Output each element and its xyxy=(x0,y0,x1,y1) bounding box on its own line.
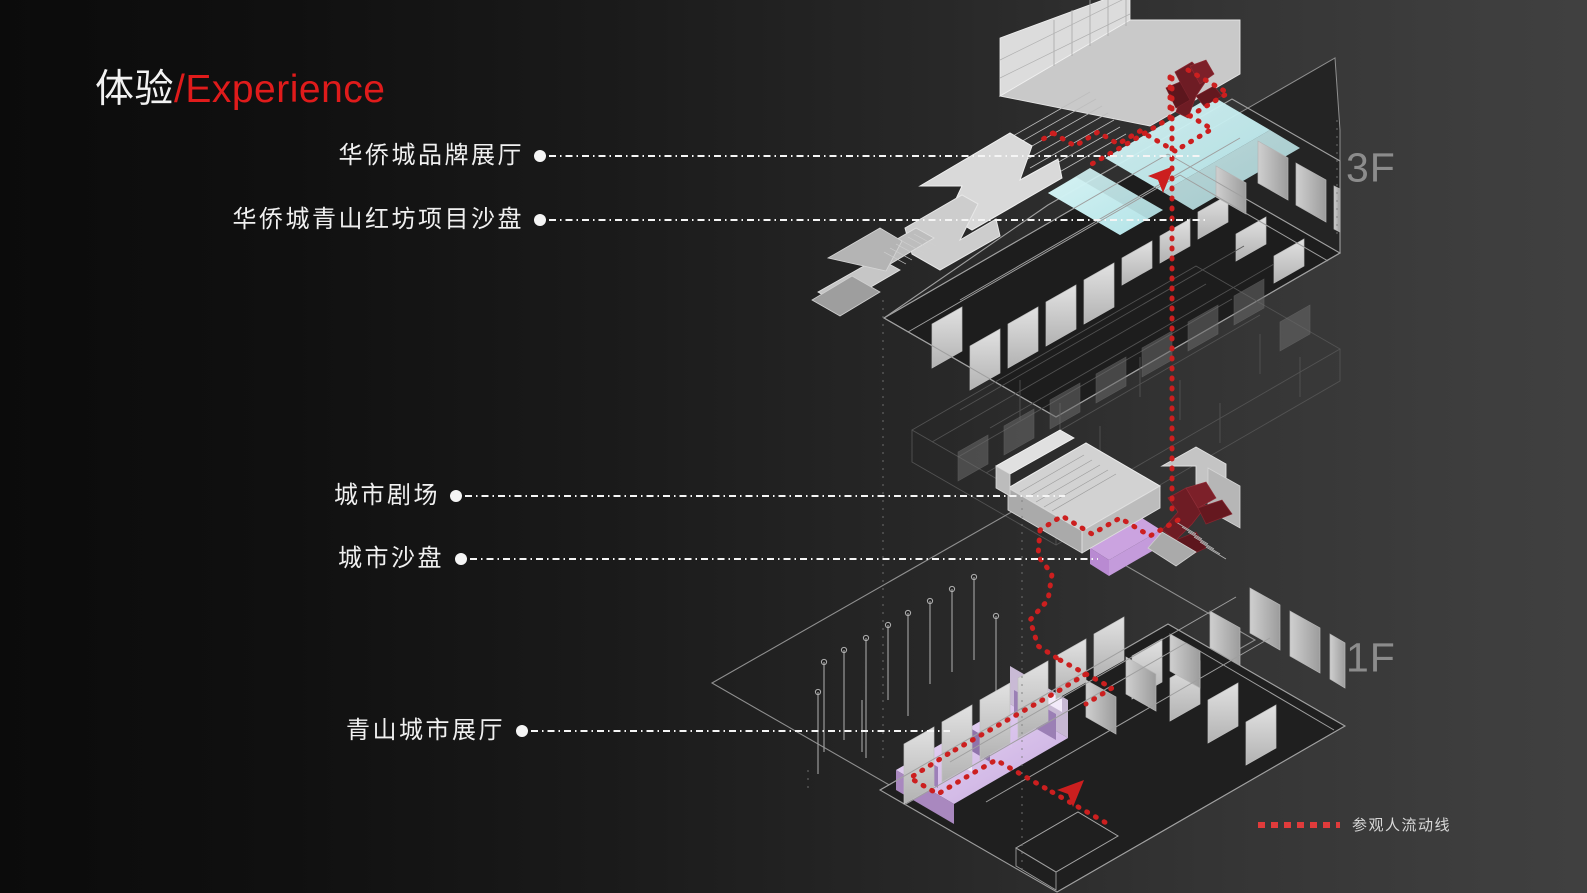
floor-3f-model xyxy=(811,0,1342,418)
callout-dot-qingshan-hall xyxy=(516,725,528,737)
callout-label-city-sandbox: 城市沙盘 xyxy=(338,545,444,572)
callout-label-qingshan-hall: 青山城市展厅 xyxy=(346,717,505,744)
site-ground-plane xyxy=(710,505,1257,818)
callout-label-city-theatre: 城市剧场 xyxy=(334,482,440,509)
title-en: /Experience xyxy=(174,68,386,111)
title-cn: 体验 xyxy=(95,68,175,111)
legend-label: 参观人流动线 xyxy=(1352,817,1452,834)
floor-1f-label: 1F xyxy=(1346,634,1396,681)
floor-2f-ghost-walls xyxy=(957,278,1311,482)
alignment-guides xyxy=(807,120,1338,870)
callout-dot-city-theatre xyxy=(450,490,462,502)
route-3f xyxy=(1037,67,1233,168)
callout-label-brand-hall: 华侨城品牌展厅 xyxy=(338,142,524,169)
structural-columns xyxy=(817,577,997,774)
floor-1f-model xyxy=(710,429,1347,893)
legend: 参观人流动线 xyxy=(1258,814,1451,835)
highlight-project-model xyxy=(1048,168,1163,235)
callout-dot-city-sandbox xyxy=(455,553,467,565)
callout-dot-brand-hall xyxy=(534,150,546,162)
highlight-city-sandbox xyxy=(1090,518,1161,576)
route-1f xyxy=(905,513,1181,827)
callout-dot-project-model xyxy=(534,214,546,226)
callout-label-project-model: 华侨城青山红坊项目沙盘 xyxy=(232,206,524,233)
page-title: 体验/Experience xyxy=(95,70,385,109)
floor-3f-label: 3F xyxy=(1346,144,1396,191)
entry-canopy xyxy=(811,132,1063,317)
column-caps xyxy=(814,573,1000,696)
callout-leaders xyxy=(450,150,1205,737)
route-3f-arrow xyxy=(1148,166,1174,193)
floor-1f-partitions xyxy=(879,587,1346,893)
route-1f-arrow xyxy=(1057,780,1084,807)
legend-route-swatch xyxy=(1258,821,1340,828)
feature-stair-1f xyxy=(1147,481,1233,567)
